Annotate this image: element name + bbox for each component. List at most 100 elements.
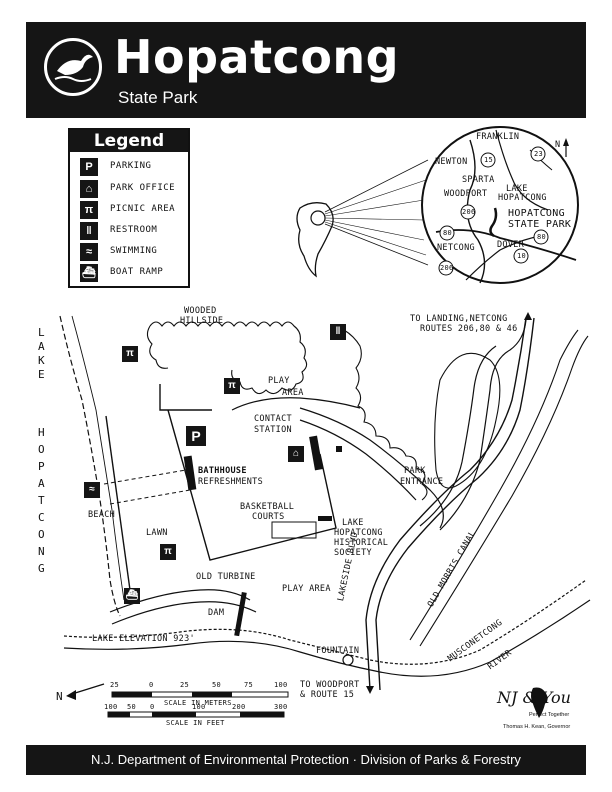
legend-label: RESTROOM: [110, 225, 158, 235]
inset-town-woodport: WOODPORT: [444, 189, 488, 199]
picnic-area-icon: π: [224, 378, 240, 394]
inset-town-newton: NEWTON: [435, 157, 468, 167]
legend-item-park-office: ⌂ PARK OFFICE: [80, 180, 190, 198]
inset-town-dover: DOVER: [497, 240, 525, 250]
label-historical-3: HISTORICAL: [334, 538, 389, 548]
boat-ramp-icon: ⛴: [80, 264, 98, 282]
swimming-icon: ≈: [80, 243, 98, 261]
inset-town-hopatcong: HOPATCONG: [498, 193, 547, 203]
label-refreshments: REFRESHMENTS: [198, 477, 264, 487]
label-beach: BEACH: [88, 510, 116, 520]
label-historical-1: LAKE: [342, 518, 364, 528]
label-fountain: FOUNTAIN: [316, 646, 360, 656]
nj-logo-tag: Perfect Together: [529, 712, 570, 718]
scale-meters-label: SCALE IN METERS: [164, 699, 232, 707]
legend-box: Legend P PARKING ⌂ PARK OFFICE π PICNIC …: [68, 128, 190, 288]
label-lake-elevation: LAKE ELEVATION 923': [92, 634, 195, 644]
inset-route-80: 80: [443, 229, 453, 237]
scale-feet-label: SCALE IN FEET: [166, 719, 225, 727]
label-lawn: LAWN: [146, 528, 168, 538]
label-entrance: ENTRANCE: [400, 477, 444, 487]
legend-label: PARK OFFICE: [110, 183, 176, 193]
inset-route-15: 15: [484, 156, 494, 164]
nj-outline: [296, 202, 334, 278]
label-courts: COURTS: [252, 512, 285, 522]
scale-ft-tick: 100: [104, 703, 118, 711]
label-old-turbine: OLD TURBINE: [196, 572, 256, 582]
label-dam: DAM: [208, 608, 225, 618]
swimming-icon: ≈: [84, 482, 100, 498]
legend-item-boat-ramp: ⛴ BOAT RAMP: [80, 264, 190, 282]
legend-title: Legend: [70, 130, 188, 152]
inset-park-label-1: HOPATCONG: [508, 208, 565, 219]
label-play-top: PLAY: [268, 376, 290, 386]
scale-m-tick: 75: [244, 681, 254, 689]
label-contact: CONTACT: [254, 414, 292, 424]
legend-item-swimming: ≈ SWIMMING: [80, 243, 190, 261]
picnic-area-icon: π: [160, 544, 176, 560]
inset-north-label: N: [555, 140, 561, 150]
legend-item-picnic-area: π PICNIC AREA: [80, 201, 190, 219]
scale-ft-tick: 100: [192, 703, 206, 711]
park-office-icon: ⌂: [80, 180, 98, 198]
nj-logo-text: NJ & You: [497, 688, 571, 707]
restroom-icon: ‖: [80, 222, 98, 240]
legend-item-restroom: ‖ RESTROOM: [80, 222, 190, 240]
label-area-top: AREA: [282, 388, 304, 398]
label-park: PARK: [404, 466, 426, 476]
legend-label: BOAT RAMP: [110, 267, 164, 277]
inset-park-label-2: STATE PARK: [508, 219, 572, 230]
label-station: STATION: [254, 425, 292, 435]
page-title: Hopatcong: [114, 30, 400, 84]
label-historical-4: SOCIETY: [334, 548, 372, 558]
legend-label: PARKING: [110, 161, 152, 171]
label-play-area-bottom: PLAY AREA: [282, 584, 331, 594]
label-wooded: WOODED: [184, 306, 217, 316]
inset-town-sparta: SPARTA: [462, 175, 495, 185]
parking-icon: P: [80, 158, 98, 176]
nj-locator-circle: [310, 210, 326, 226]
governor-credit: Thomas H. Kean, Governor: [503, 724, 571, 730]
header-banner: Hopatcong State Park: [26, 22, 586, 118]
park-logo-icon: [44, 38, 102, 96]
restroom-icon: ‖: [330, 324, 346, 340]
label-basketball: BASKETBALL: [240, 502, 295, 512]
inset-town-franklin: FRANKLIN: [476, 132, 520, 142]
park-office-icon: ⌂: [288, 446, 304, 462]
label-to-landing-1: TO LANDING,NETCONG: [410, 314, 508, 324]
scale-ft-tick: 50: [127, 703, 137, 711]
label-hillside: HILLSIDE: [180, 316, 224, 326]
picnic-area-icon: π: [80, 201, 98, 219]
inset-town-netcong: NETCONG: [437, 243, 475, 253]
inset-route-80b: 80: [537, 233, 547, 241]
parking-icon: P: [186, 426, 206, 446]
scale-ft-tick: 200: [232, 703, 246, 711]
legend-label: SWIMMING: [110, 246, 158, 256]
scale-m-tick: 25: [110, 681, 120, 689]
legend-label: PICNIC AREA: [110, 204, 176, 214]
label-north: N: [56, 690, 63, 703]
inset-route-206: 206: [462, 208, 476, 216]
scale-ft-tick: 300: [274, 703, 288, 711]
footer-banner: N.J. Department of Environmental Protect…: [26, 745, 586, 775]
inset-town-lake: LAKE: [506, 184, 528, 194]
scale-m-tick: 100: [274, 681, 288, 689]
scale-ft-tick: 0: [150, 703, 155, 711]
label-to-woodport-2: & ROUTE 15: [300, 690, 355, 700]
inset-route-23: 23: [534, 150, 544, 158]
scale-m-tick: 25: [180, 681, 190, 689]
legend-item-parking: P PARKING: [80, 158, 190, 176]
scale-m-tick: 50: [212, 681, 222, 689]
scale-m-tick: 0: [149, 681, 154, 689]
nj-and-you-logo: NJ & You Perfect Together Thomas H. Kean…: [495, 686, 575, 736]
inset-route-10: 10: [517, 252, 527, 260]
label-to-landing-2: ROUTES 206,80 & 46: [420, 324, 518, 334]
inset-map-circle: [421, 126, 579, 284]
picnic-area-icon: π: [122, 346, 138, 362]
inset-route-206b: 206: [440, 264, 454, 272]
label-to-woodport-1: TO WOODPORT: [300, 680, 360, 690]
label-bathhouse: BATHHOUSE: [198, 466, 247, 476]
